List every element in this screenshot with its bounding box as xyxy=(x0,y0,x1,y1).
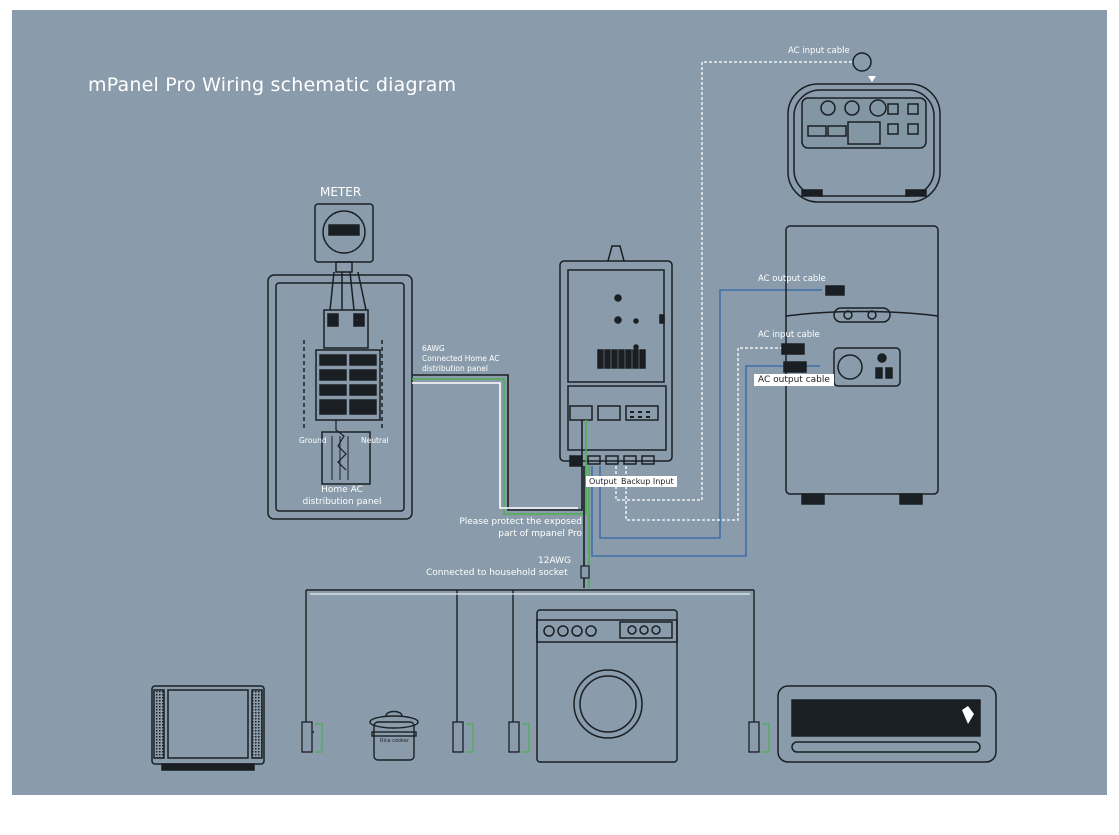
ac-output-cable-label-1: AC output cable xyxy=(758,274,826,284)
rice-cooker-label: Rice cooker xyxy=(380,738,409,744)
meter-label: METER xyxy=(320,185,362,199)
ac-input-cable-label-2: AC input cable xyxy=(758,330,820,340)
backup-input-label: Backup Input xyxy=(618,476,677,487)
home-panel-label: Home AC distribution panel xyxy=(302,485,382,507)
ac-input-cable-top-label: AC input cable xyxy=(788,46,850,56)
washing-machine xyxy=(536,609,678,763)
meter xyxy=(314,203,374,273)
home-ac-panel xyxy=(267,271,413,520)
wiring-diagram xyxy=(151,52,997,771)
wire-ac-output-blue xyxy=(591,289,822,557)
rice-cooker xyxy=(369,710,419,761)
ac-output-cable-label-2: AC output cable xyxy=(754,374,834,386)
outlet-strips xyxy=(301,721,760,753)
wire-ac-input-white xyxy=(625,347,782,521)
connected-socket-label: Connected to household socket xyxy=(426,568,568,578)
tower-power-station xyxy=(781,225,939,505)
outlet-green xyxy=(315,723,770,753)
output-label: Output xyxy=(586,476,620,487)
mpanel-pro xyxy=(559,245,673,467)
awg6-label: 6AWG xyxy=(422,344,445,353)
diagram-canvas: mPanel Pro Wiring schematic diagram METE… xyxy=(12,10,1107,795)
neutral-label: Neutral xyxy=(361,436,389,445)
diagram-title: mPanel Pro Wiring schematic diagram xyxy=(88,74,457,96)
protect-note-label: Please protect the exposed part of mpane… xyxy=(459,517,582,539)
wire-ac-input-top xyxy=(615,61,862,501)
household-bus xyxy=(305,589,755,733)
tv xyxy=(151,685,265,771)
ground-label: Ground xyxy=(299,436,327,445)
portable-power-station xyxy=(787,52,941,203)
connected-home-panel-label: Connected Home AC distribution panel xyxy=(422,354,500,373)
air-conditioner xyxy=(777,685,997,763)
awg12-label: 12AWG xyxy=(538,556,571,566)
